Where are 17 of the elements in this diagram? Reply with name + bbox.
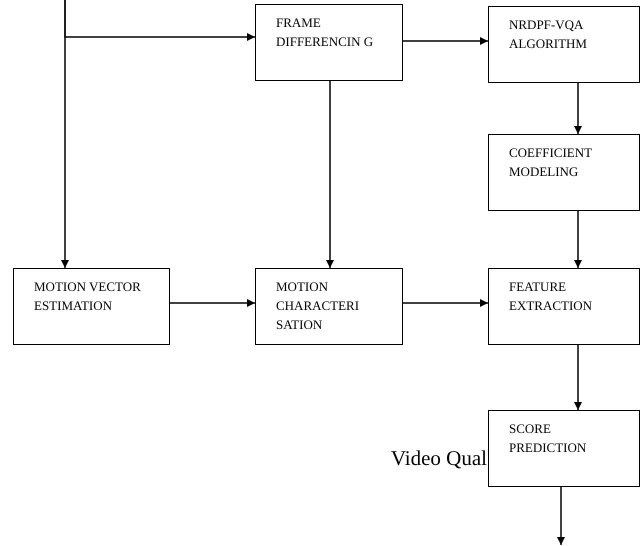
- process-box: MOTION CHARACTERI SATION: [255, 268, 403, 345]
- arrow: [574, 345, 582, 410]
- arrow: [403, 299, 488, 307]
- arrow: [170, 299, 255, 307]
- arrow: [326, 81, 334, 268]
- process-box: FEATURE EXTRACTION: [488, 268, 640, 345]
- arrow: [574, 211, 582, 268]
- process-box: NRDPF-VQA ALGORITHM: [488, 6, 640, 83]
- arrow: [61, 0, 69, 268]
- process-box: SCORE PREDICTION: [488, 410, 640, 487]
- process-box: FRAME DIFFERENCIN G: [255, 4, 403, 81]
- arrow: [557, 487, 565, 545]
- arrow: [403, 37, 488, 45]
- process-box: COEFFICIENT MODELING: [488, 134, 640, 211]
- note-text: Video Qual: [390, 446, 487, 471]
- arrow: [574, 83, 582, 134]
- process-box: MOTION VECTOR ESTIMATION: [13, 268, 170, 345]
